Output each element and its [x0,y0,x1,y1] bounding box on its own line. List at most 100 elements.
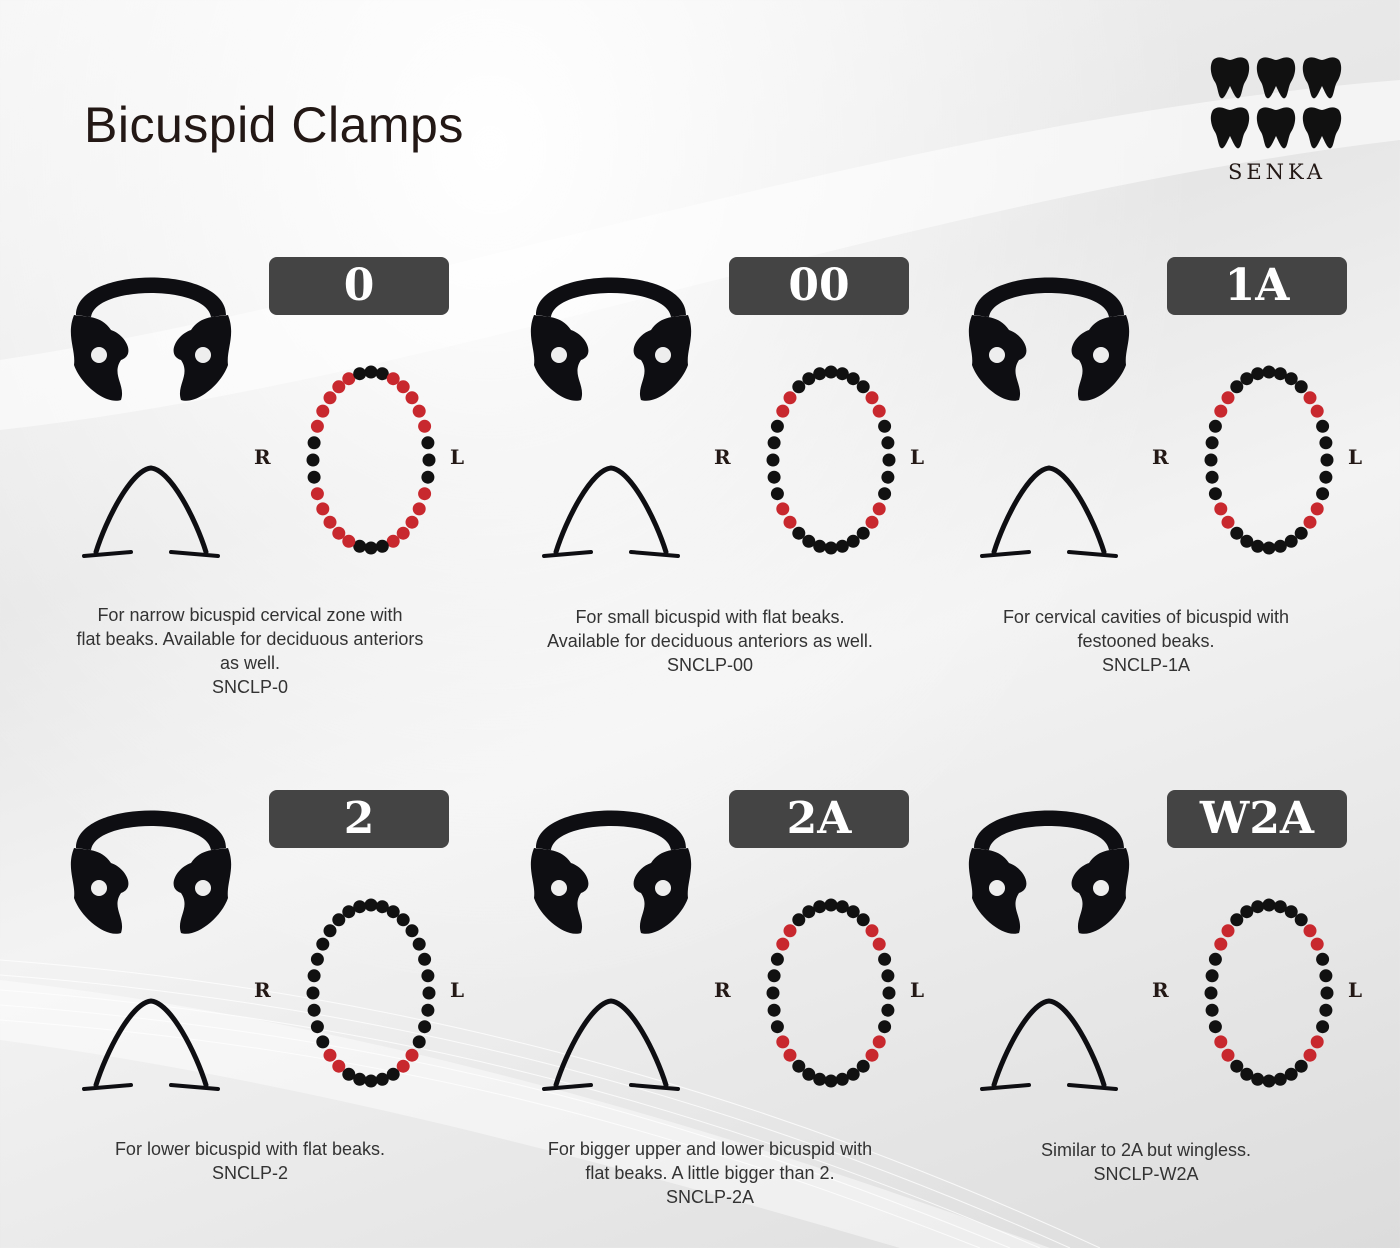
clamp-sku: SNCLP-1A [1101,655,1191,675]
clamp-code-badge: 2 [269,790,449,848]
dental-arch-diagram [1204,898,1334,1088]
tooth-bead [824,898,838,912]
left-side-label: L [910,445,925,469]
tooth-bead [802,1067,816,1081]
tooth-bead [386,905,400,919]
tooth-bead [1221,391,1235,405]
tooth-bead [1214,502,1228,516]
tooth-bead [386,534,400,548]
right-side-label: R [254,445,271,469]
tooth-bead [375,1072,389,1086]
tooth-bead [1284,1067,1298,1081]
tooth-bead [342,372,356,386]
tooth-bead [783,924,797,938]
tooth-bead [332,380,346,394]
tooth-bead [1319,1003,1333,1017]
tooth-bead [1240,905,1254,919]
tooth-bead [1273,539,1287,553]
tooth-bead [332,1059,346,1073]
tooth-bead [813,900,827,914]
tooth-bead [353,367,367,381]
tooth-bead [767,1003,781,1017]
tooth-bead [1230,380,1244,394]
tooth-bead [1294,913,1308,927]
tooth-bead [342,905,356,919]
tooth-bead [767,470,781,484]
right-side-label: R [254,978,271,1002]
tooth-bead [375,900,389,914]
tooth-bead [1303,391,1317,405]
clamp-description: For bigger upper and lower bicuspid with… [500,1137,920,1209]
clamp-code-badge: W2A [1167,790,1347,848]
tooth-bead [396,1059,410,1073]
clamp-top-view-image [70,277,232,401]
tooth-bead [872,502,886,516]
tooth-bead [316,404,330,418]
tooth-bead [1204,986,1218,1000]
tooth-bead [323,391,337,405]
tooth-bead [332,526,346,540]
description-line: For bigger upper and lower bicuspid with [547,1139,873,1159]
tooth-bead [1205,436,1219,450]
tooth-bead [878,1020,892,1034]
tooth-bead [835,900,849,914]
tooth-bead [846,534,860,548]
clamp-side-view-image [542,998,680,1091]
clamp-code-badge: 1A [1167,257,1347,315]
clamp-code-badge: 0 [269,257,449,315]
tooth-bead [1230,526,1244,540]
tooth-bead [1319,436,1333,450]
tooth-bead [856,380,870,394]
tooth-bead [792,1059,806,1073]
tooth-bead [1284,905,1298,919]
tooth-bead [1204,453,1218,467]
tooth-bead [813,539,827,553]
tooth-bead [1262,1074,1276,1088]
tooth-bead [856,526,870,540]
tooth-bead [835,367,849,381]
tooth-bead [306,453,320,467]
tooth-bead [1316,487,1330,501]
left-side-label: L [1348,978,1363,1002]
tooth-bead [1316,1020,1330,1034]
tooth-bead [332,913,346,927]
tooth-bead [316,937,330,951]
tooth-bead [306,986,320,1000]
tooth-bead [802,534,816,548]
tooth-bead [353,1072,367,1086]
tooth-bead [770,952,784,966]
tooth-bead [1316,419,1330,433]
tooth-bead [792,913,806,927]
tooth-bead [1273,900,1287,914]
clamp-top-view-image [530,810,692,934]
clamp-side-view-image [980,998,1118,1091]
tooth-bead [865,515,879,529]
tooth-bead [1262,365,1276,379]
tooth-bead [1208,419,1222,433]
tooth-bead [342,1067,356,1081]
tooth-bead [882,453,896,467]
clamp-description: Similar to 2A but wingless.SNCLP-W2A [936,1138,1356,1186]
right-side-label: R [714,978,731,1002]
right-side-label: R [1152,978,1169,1002]
tooth-bead [375,539,389,553]
tooth-bead [364,898,378,912]
tooth-bead [881,1003,895,1017]
tooth-bead [1240,534,1254,548]
tooth-bead [316,1035,330,1049]
tooth-bead [421,1003,435,1017]
tooth-bead [1251,539,1265,553]
tooth-bead [1284,534,1298,548]
left-side-label: L [450,445,465,469]
tooth-bead [1294,380,1308,394]
tooth-bead [1310,1035,1324,1049]
description-line: For cervical cavities of bicuspid with [1002,607,1290,627]
tooth-bead [813,367,827,381]
tooth-bead [323,1048,337,1062]
tooth-bead [421,470,435,484]
clamp-sku: SNCLP-2 [211,1163,289,1183]
tooth-bead [1230,1059,1244,1073]
tooth-bead [310,487,324,501]
tooth-bead [422,986,436,1000]
